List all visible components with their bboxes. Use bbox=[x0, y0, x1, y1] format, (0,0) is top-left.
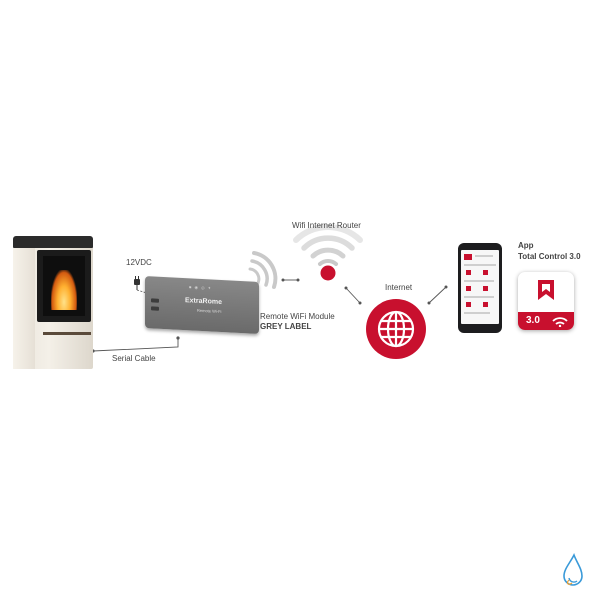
smartphone-image bbox=[458, 243, 502, 333]
stove-image bbox=[13, 236, 93, 369]
internet-label: Internet bbox=[385, 283, 413, 292]
app-logo-mark bbox=[538, 280, 554, 300]
globe-phone-line bbox=[428, 286, 447, 304]
module-label-line2: GREY LABEL bbox=[260, 322, 312, 331]
serial-cable-line bbox=[92, 338, 179, 352]
app-label-line1: App bbox=[518, 241, 534, 250]
app-wifi-icon bbox=[552, 317, 568, 327]
plug-icon bbox=[134, 276, 140, 290]
app-version: 3.0 bbox=[526, 315, 540, 326]
router-wifi-icon bbox=[293, 224, 363, 281]
router-globe-line bbox=[345, 287, 361, 304]
wifi-module-image: ■ ◉ ◎ ✦ ExtraRome Remote Wi-Fi bbox=[145, 276, 259, 334]
module-brand: ExtraRome bbox=[185, 297, 222, 307]
module-label-line1: Remote WiFi Module bbox=[260, 312, 335, 321]
water-drop-logo bbox=[563, 553, 583, 586]
power-label: 12VDC bbox=[126, 258, 152, 267]
cable-label: Serial Cable bbox=[112, 354, 156, 363]
module-model: Remote Wi-Fi bbox=[197, 307, 222, 315]
app-icon: 3.0 bbox=[518, 272, 574, 330]
wifi-signal-icon bbox=[248, 251, 278, 289]
app-label-line2: Total Control 3.0 bbox=[518, 252, 581, 261]
router-label: Wifi Internet Router bbox=[292, 221, 361, 230]
globe-icon bbox=[366, 299, 426, 359]
